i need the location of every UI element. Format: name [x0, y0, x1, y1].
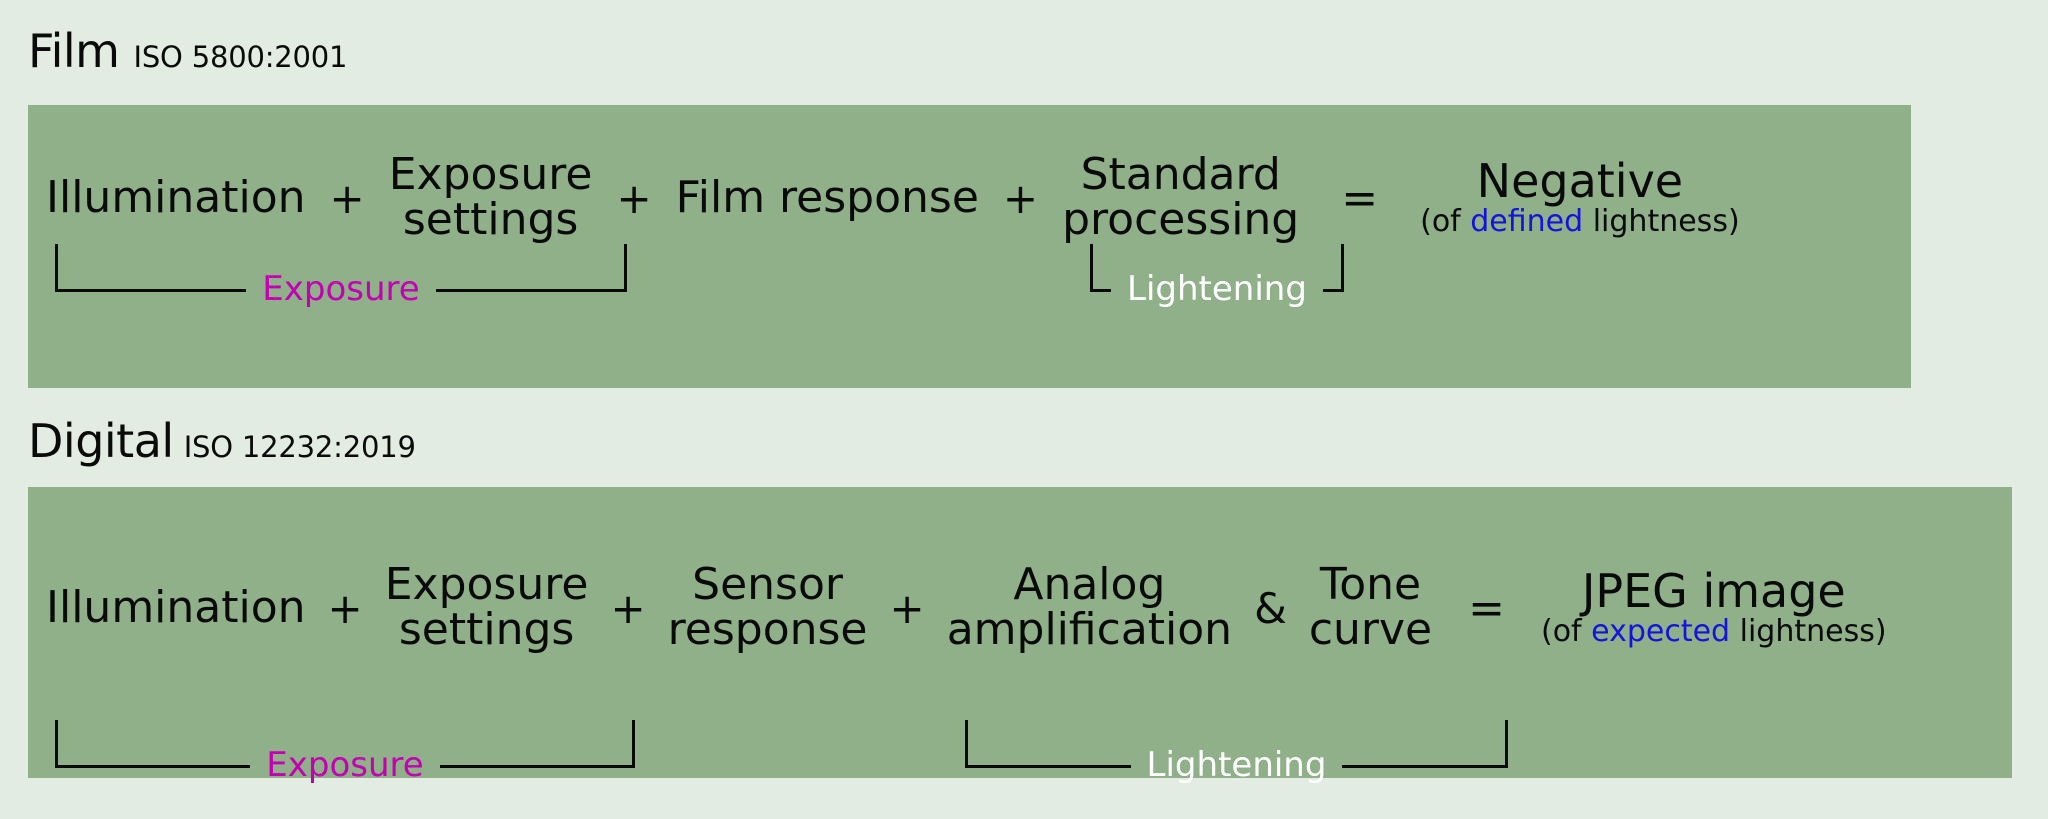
- digital-operator-plus-1: +: [327, 583, 363, 633]
- film-result-main: Negative: [1476, 154, 1684, 209]
- film-equation: Illumination + Exposure settings + Film …: [0, 152, 1740, 244]
- film-brace-exposure: Exposure: [55, 244, 627, 306]
- digital-section-standard: ISO 12232:2019: [183, 430, 416, 464]
- digital-result-highlight: expected: [1591, 614, 1731, 650]
- film-section-header: Film ISO 5800:2001: [28, 28, 347, 74]
- digital-term-tone-curve: Tone curve: [1308, 559, 1433, 655]
- digital-operator-plus-2: +: [610, 583, 646, 633]
- brace-bar-left: [58, 289, 247, 292]
- digital-section-header: Digital ISO 12232:2019: [28, 418, 416, 464]
- film-result-highlight: defined: [1470, 204, 1584, 240]
- brace-bar-right: [435, 289, 624, 292]
- film-term-film-response: Film response: [675, 171, 979, 223]
- brace-stem-left: [55, 720, 58, 768]
- brace-stem-left: [55, 244, 58, 292]
- film-result-negative: Negative (of defined lightness): [1420, 158, 1740, 238]
- digital-term-sensor-response: Sensor response: [667, 559, 868, 655]
- brace-stem-right: [1340, 244, 1344, 292]
- film-term-exposure-settings: Exposure settings: [388, 149, 593, 245]
- film-brace-lightening: Lightening: [1090, 244, 1373, 306]
- digital-brace-lightening: Lightening: [965, 720, 1508, 782]
- film-result-sub: (of defined lightness): [1420, 204, 1740, 240]
- film-section-title: Film: [28, 24, 120, 78]
- film-operator-plus-2: +: [616, 173, 652, 223]
- film-operator-plus-3: +: [1002, 173, 1039, 223]
- brace-stem-right: [624, 244, 627, 292]
- brace-bar-left: [58, 765, 251, 768]
- digital-brace-exposure: Exposure: [55, 720, 635, 782]
- digital-result-jpeg-image: JPEG image (of expected lightness): [1541, 568, 1887, 648]
- digital-term-analog-amplification: Analog amplification: [946, 559, 1233, 655]
- digital-brace-exposure-label: Exposure: [266, 745, 424, 786]
- brace-bar-right: [439, 765, 632, 768]
- digital-result-sub: (of expected lightness): [1540, 614, 1887, 650]
- digital-section-title: Digital: [28, 414, 174, 468]
- brace-stem-right: [1505, 720, 1508, 768]
- brace-stem-left: [965, 720, 968, 768]
- digital-operator-plus-3: +: [889, 583, 925, 633]
- digital-term-exposure-settings: Exposure settings: [384, 559, 589, 655]
- brace-bar-right: [1342, 765, 1505, 768]
- film-operator-equals: =: [1341, 172, 1379, 224]
- brace-stem-right: [632, 720, 635, 768]
- film-term-standard-processing: Standard processing: [1062, 149, 1300, 245]
- brace-bar-right: [1322, 289, 1341, 292]
- digital-operator-ampersand: &: [1254, 583, 1287, 633]
- film-panel: [28, 105, 1911, 388]
- digital-equation: Illumination + Exposure settings + Senso…: [0, 558, 1887, 658]
- brace-bar-left: [968, 765, 1131, 768]
- film-term-illumination: Illumination: [46, 171, 306, 223]
- film-operator-plus-1: +: [329, 173, 365, 223]
- film-section-standard: ISO 5800:2001: [133, 40, 348, 74]
- digital-brace-lightening-label: Lightening: [1146, 745, 1327, 786]
- brace-bar-left: [1093, 289, 1111, 292]
- film-brace-lightening-label: Lightening: [1127, 269, 1307, 310]
- digital-operator-equals: =: [1468, 582, 1505, 634]
- digital-result-main: JPEG image: [1581, 564, 1846, 619]
- brace-stem-left: [1090, 244, 1093, 292]
- digital-panel: [28, 487, 2012, 778]
- film-brace-exposure-label: Exposure: [262, 269, 420, 310]
- digital-term-illumination: Illumination: [46, 581, 306, 633]
